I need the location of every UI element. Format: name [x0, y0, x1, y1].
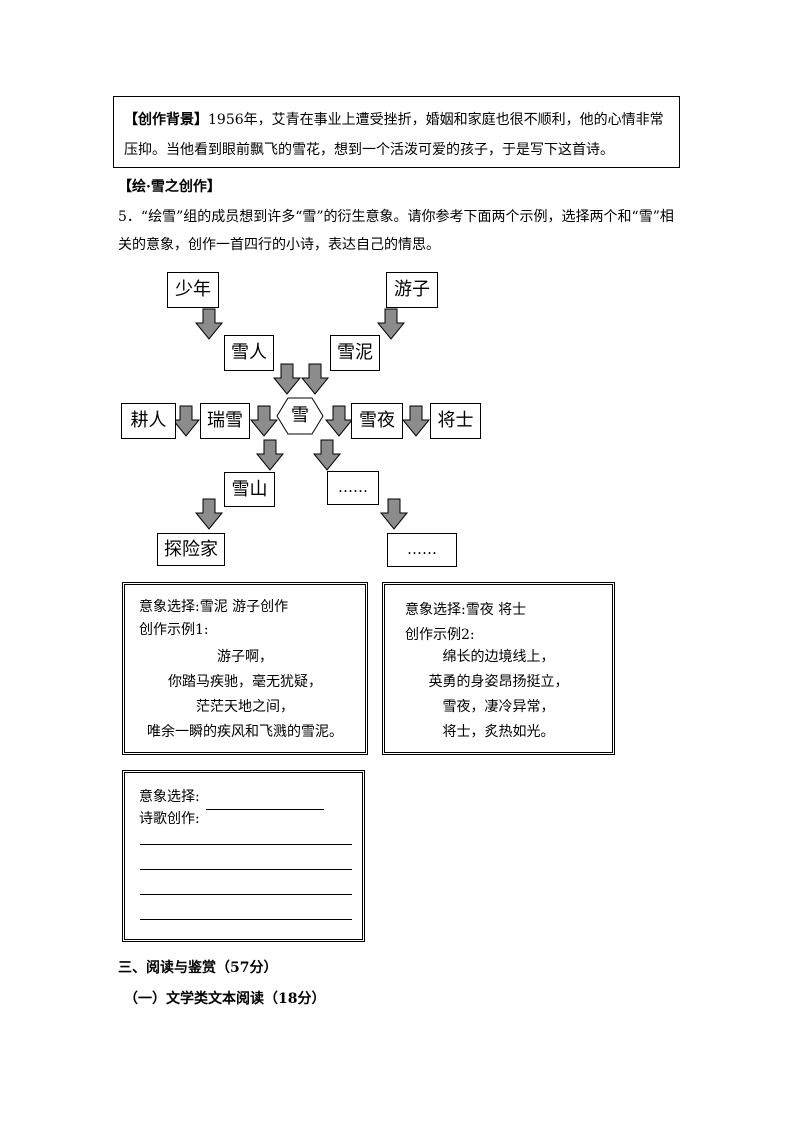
poem-answer-line-1[interactable]	[140, 844, 352, 845]
example2-line: 绵长的边境线上，	[442, 649, 555, 665]
example1-line: 游子啊，	[217, 649, 273, 665]
arrow-down-icon	[172, 405, 200, 437]
answer-poem-label: 诗歌创作:	[139, 811, 200, 827]
background-label: 【创作背景】	[124, 112, 208, 128]
question-5: 5．“绘雪”组的成员想到许多“雪”的衍生意象。请你参考下面两个示例，选择两个和“…	[118, 209, 674, 253]
example1-line: 唯余一瞬的疾风和飞溅的雪泥。	[147, 724, 343, 740]
arrow-down-icon	[301, 363, 329, 395]
word-box-ellipsis-2: ……	[387, 533, 457, 567]
example2-line: 英勇的身姿昂扬挺立，	[428, 674, 569, 690]
arrow-down-icon	[256, 439, 284, 471]
word-box-xueni: 雪泥	[330, 335, 380, 371]
example2-line: 将士，炙热如光。	[442, 724, 555, 740]
example1-line: 你踏马疾驰，毫无犹疑，	[168, 674, 322, 690]
word-box-shaonian: 少年	[167, 272, 219, 308]
creation-background-box: 【创作背景】1956年，艾青在事业上遭受挫折，婚姻和家庭也很不顺利，他的心情非常…	[113, 96, 680, 168]
example2-label: 创作示例2:	[405, 627, 475, 643]
word-box-xueshan: 雪山	[224, 472, 275, 507]
arrow-down-icon	[250, 405, 278, 437]
example1-selection: 意象选择:雪泥 游子创作	[139, 599, 289, 615]
word-box-jiangshi: 将士	[430, 403, 481, 439]
arrow-down-icon	[377, 308, 405, 340]
word-box-xueren: 雪人	[224, 335, 274, 371]
arrow-down-icon	[402, 405, 430, 437]
answer-selection-label: 意象选择:	[139, 789, 200, 805]
example1-line: 茫茫天地之间，	[196, 699, 294, 715]
answer-selection-row: 意象选择:	[139, 785, 324, 810]
arrow-down-icon	[313, 439, 341, 471]
example-box-1: 意象选择:雪泥 游子创作 创作示例1: 游子啊， 你踏马疾驰，毫无犹疑， 茫茫天…	[122, 582, 368, 755]
selection-answer-blank[interactable]	[205, 794, 324, 810]
poem-answer-line-4[interactable]	[140, 919, 352, 920]
example2-line: 雪夜，凄冷异常，	[442, 699, 555, 715]
poem-answer-line-2[interactable]	[140, 869, 352, 870]
word-box-youzi: 游子	[386, 272, 438, 308]
part3-heading: 三、阅读与鉴赏（57分）	[118, 960, 278, 976]
example1-label: 创作示例1:	[139, 622, 209, 638]
hexagon-icon	[276, 397, 324, 435]
word-box-tanxianjia: 探险家	[157, 533, 225, 566]
center-hexagon: 雪	[276, 397, 324, 435]
arrow-down-icon	[195, 308, 223, 340]
part3-subheading: （一）文学类文本阅读（18分）	[124, 991, 326, 1007]
example2-selection: 意象选择:雪夜 将士	[405, 602, 527, 618]
hexagon-label: 雪	[291, 405, 309, 426]
word-box-ruixue: 瑞雪	[200, 403, 250, 439]
arrow-down-icon	[195, 498, 223, 530]
background-text: 1956年，艾青在事业上遭受挫折，婚姻和家庭也很不顺利，他的心情非常压抑。当他看…	[124, 112, 664, 158]
answer-box: 意象选择: 诗歌创作:	[122, 770, 365, 942]
example-box-2: 意象选择:雪夜 将士 创作示例2: 绵长的边境线上， 英勇的身姿昂扬挺立， 雪夜…	[382, 582, 615, 755]
arrow-down-icon	[325, 405, 353, 437]
arrow-down-icon	[380, 498, 408, 530]
word-box-xueye: 雪夜	[351, 403, 403, 439]
poem-answer-line-3[interactable]	[140, 894, 352, 895]
arrow-down-icon	[273, 363, 301, 395]
section-title: 【绘·雪之创作】	[118, 179, 221, 195]
word-box-gengren: 耕人	[121, 403, 176, 439]
word-box-ellipsis-1: ……	[327, 471, 379, 505]
